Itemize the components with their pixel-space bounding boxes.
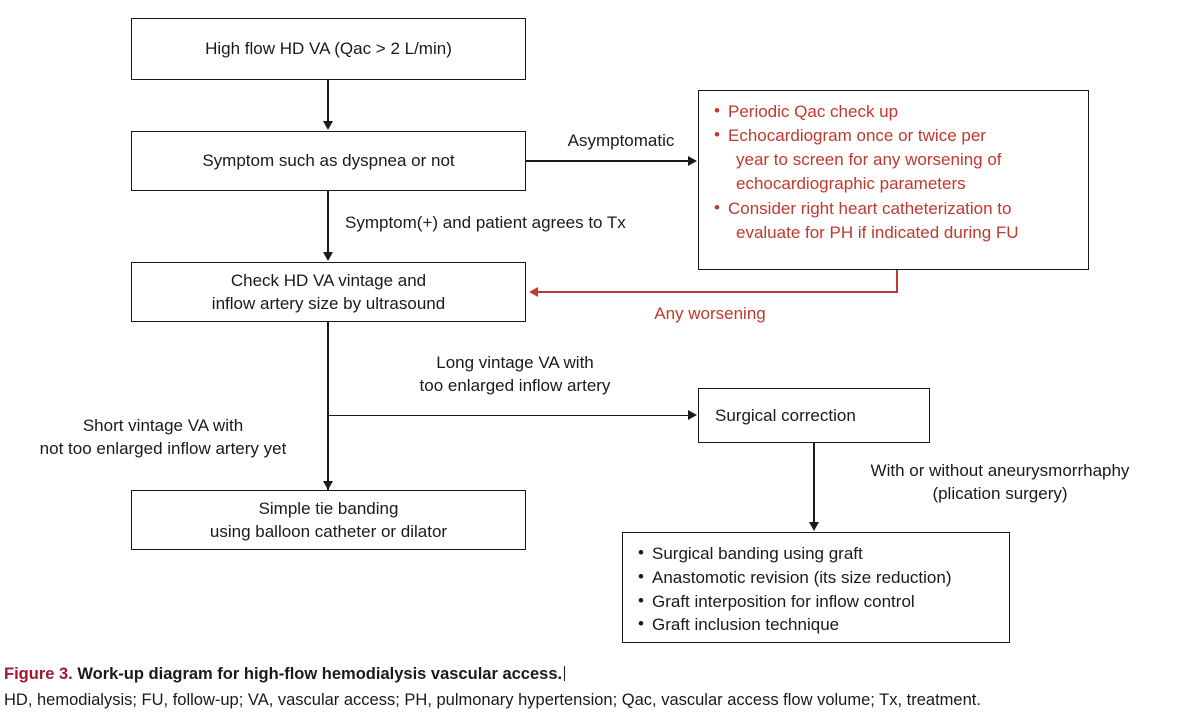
edge-label-long-vintage-line1: Long vintage VA with: [436, 353, 594, 372]
node-symptom-check-label: Symptom such as dyspnea or not: [202, 151, 455, 171]
figure-number-label: Figure 3.: [4, 665, 73, 683]
edge-asymptomatic-line: [526, 160, 689, 162]
node-simple-tie-banding-line2: using balloon catheter or dilator: [209, 522, 448, 541]
edge-any-worsening-vertical: [896, 270, 898, 293]
node-check-vintage: Check HD VA vintage and inflow artery si…: [131, 262, 526, 322]
edge-label-long-vintage: Long vintage VA with too enlarged inflow…: [385, 352, 645, 397]
figure-abbreviations: HD, hemodialysis; FU, follow-up; VA, vas…: [4, 690, 981, 709]
edge-label-short-vintage: Short vintage VA with not too enlarged i…: [8, 415, 318, 460]
surgical-option-4-label: Graft inclusion technique: [652, 615, 840, 635]
node-high-flow-hd-va-label: High flow HD VA (Qac > 2 L/min): [205, 39, 452, 59]
node-simple-tie-banding: Simple tie banding using balloon cathete…: [131, 490, 526, 550]
node-symptom-check: Symptom such as dyspnea or not: [131, 131, 526, 191]
edge-label-short-vintage-line2: not too enlarged inflow artery yet: [39, 438, 287, 458]
arrowhead-down-options: [808, 522, 819, 531]
node-check-vintage-line1: Check HD VA vintage and: [230, 270, 427, 290]
bullet-icon: •: [638, 543, 644, 562]
bullet-icon: •: [638, 566, 644, 586]
edge-surgical-to-options: [813, 443, 815, 523]
node-surgical-correction-label: Surgical correction: [715, 405, 856, 425]
surgical-option-4: • Graft inclusion technique: [637, 613, 995, 637]
edge-branch-to-surgical: [327, 414, 689, 417]
bullet-icon: •: [638, 614, 644, 634]
text-cursor: [564, 666, 566, 681]
arrowhead-left-any-worsening: [529, 287, 538, 298]
arrowhead-down-simple-tie: [322, 481, 333, 490]
figure-caption: Figure 3. Work-up diagram for high-flow …: [4, 663, 1194, 713]
edge-label-aneurysmorrhaphy-line2: (plication surgery): [932, 483, 1068, 503]
followup-item-2-line1: Echocardiogram once or twice per: [728, 126, 986, 146]
edge-highflow-to-symptom: [327, 80, 329, 122]
edge-symptom-to-check: [327, 191, 329, 253]
followup-item-1: • Periodic Qac check up: [713, 100, 1074, 124]
node-high-flow-hd-va: High flow HD VA (Qac > 2 L/min): [131, 18, 526, 80]
edge-label-long-vintage-line2: too enlarged inflow artery: [419, 375, 611, 395]
surgical-option-2: • Anastomotic revision (its size reducti…: [637, 566, 995, 590]
figure-caption-title-line: Figure 3. Work-up diagram for high-flow …: [4, 663, 1194, 687]
surgical-option-3: • Graft interposition for inflow control: [637, 590, 995, 614]
node-check-vintage-line2: inflow artery size by ultrasound: [211, 294, 446, 313]
edge-label-aneurysmorrhaphy-line1: With or without aneurysmorrhaphy: [870, 461, 1130, 480]
node-surgical-correction: Surgical correction: [698, 388, 930, 443]
arrowhead-down-check: [322, 252, 333, 261]
surgical-options-list: • Surgical banding using graft • Anastom…: [637, 542, 995, 637]
node-followup-recommendations: • Periodic Qac check up • Echocardiogram…: [698, 90, 1089, 270]
followup-item-3: • Consider right heart catheterization t…: [713, 197, 1074, 245]
edge-label-symptom-positive: Symptom(+) and patient agrees to Tx: [345, 213, 626, 232]
edge-label-any-worsening: Any worsening: [654, 304, 766, 323]
bullet-icon: •: [638, 590, 644, 610]
arrowhead-right-surgical: [688, 409, 697, 420]
node-surgical-options: • Surgical banding using graft • Anastom…: [622, 532, 1010, 643]
followup-item-3-line1: Consider right heart catheterization to: [728, 198, 1012, 218]
surgical-option-1-label: Surgical banding using graft: [652, 544, 863, 563]
followup-item-1-line1: Periodic Qac check up: [728, 102, 899, 121]
followup-list: • Periodic Qac check up • Echocardiogram…: [713, 100, 1074, 245]
edge-label-asymptomatic: Asymptomatic: [567, 131, 675, 150]
arrowhead-down-symptom: [322, 121, 333, 130]
surgical-option-1: • Surgical banding using graft: [637, 542, 995, 566]
followup-item-2-line2: year to screen for any worsening of: [736, 150, 1002, 170]
surgical-option-3-label: Graft interposition for inflow control: [652, 591, 915, 611]
followup-item-2-line3: echocardiographic parameters: [736, 174, 966, 194]
followup-item-3-line2: evaluate for PH if indicated during FU: [736, 222, 1019, 242]
bullet-icon: •: [714, 101, 720, 120]
arrowhead-right-followup: [688, 155, 697, 166]
followup-item-2: • Echocardiogram once or twice per year …: [713, 124, 1074, 196]
bullet-icon: •: [714, 197, 720, 217]
edge-label-short-vintage-line1: Short vintage VA with: [82, 416, 244, 435]
bullet-icon: •: [714, 125, 720, 145]
figure-caption-title: Work-up diagram for high-flow hemodialys…: [72, 665, 563, 683]
edge-check-to-branch: [327, 322, 329, 490]
node-simple-tie-banding-line1: Simple tie banding: [258, 498, 399, 518]
edge-label-aneurysmorrhaphy: With or without aneurysmorrhaphy (plicat…: [840, 460, 1160, 505]
edge-any-worsening-horizontal: [538, 291, 897, 293]
surgical-option-2-label: Anastomotic revision (its size reduction…: [652, 567, 952, 587]
